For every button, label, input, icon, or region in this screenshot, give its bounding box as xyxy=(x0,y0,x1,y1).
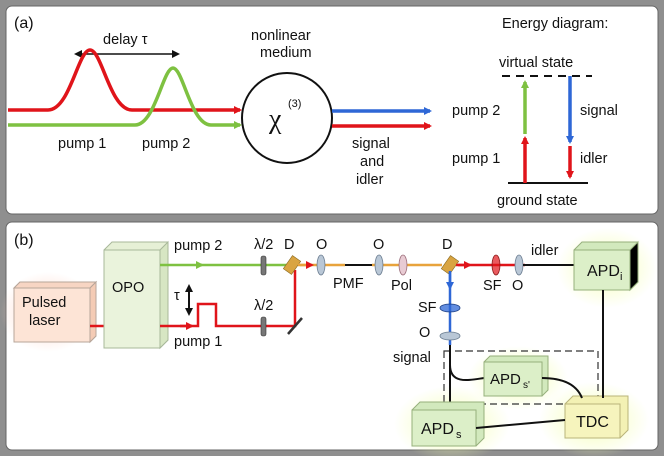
medium-label-1: nonlinear xyxy=(251,28,311,44)
apdi-box: APD i xyxy=(573,240,639,292)
panel-a: (a) delay τ pump 1 pump 2 nonlinear medi… xyxy=(5,5,659,215)
halfwave2-plate xyxy=(260,316,267,337)
signal-fiber-to-apds-prime xyxy=(449,364,485,382)
apds-prime-box: APD s' xyxy=(483,355,549,397)
objective-down-label: O xyxy=(419,325,430,341)
output-label-3: idler xyxy=(356,172,384,188)
cable-apds-tdc xyxy=(475,419,566,429)
sf-right-label: SF xyxy=(483,278,502,294)
apdi-sub: i xyxy=(620,271,622,283)
dichroic2-label: D xyxy=(442,237,452,253)
pump2-pulse xyxy=(8,66,242,129)
objective-down xyxy=(439,331,461,341)
medium-label-2: medium xyxy=(260,45,312,61)
laser-label-2: laser xyxy=(29,313,61,329)
optional-detector-dashed-box xyxy=(443,350,599,405)
signal-label: signal xyxy=(393,350,431,366)
mirror xyxy=(287,317,303,335)
energy-idler-label: idler xyxy=(580,151,608,167)
objective-right xyxy=(514,254,524,276)
polarizer xyxy=(398,254,408,276)
objective-right-label: O xyxy=(512,278,523,294)
apds-prime-label: APD xyxy=(490,371,521,388)
objective2-label: O xyxy=(373,237,384,253)
sf-down-label: SF xyxy=(418,300,437,316)
apds-label: APD xyxy=(421,421,454,438)
sf-down-filter xyxy=(439,303,461,313)
panel-b-label: (b) xyxy=(14,232,34,249)
tdc-label: TDC xyxy=(576,414,609,431)
apds-sub: s xyxy=(456,429,462,441)
pump1-label: pump 1 xyxy=(58,136,106,152)
ground-state-label: ground state xyxy=(497,193,578,209)
pmf-label: PMF xyxy=(333,276,364,292)
pump1-label-b: pump 1 xyxy=(174,334,222,350)
energy-diagram-title: Energy diagram: xyxy=(502,16,608,32)
dichroic1 xyxy=(282,255,302,275)
polarizer-label: Pol xyxy=(391,278,412,294)
nonlinear-medium-circle xyxy=(241,72,333,164)
apds-prime-sub: s' xyxy=(523,380,530,391)
delay-label: delay τ xyxy=(103,32,148,48)
tau-label: τ xyxy=(174,288,180,304)
pump2-label-b: pump 2 xyxy=(174,238,222,254)
dichroic1-label: D xyxy=(284,237,294,253)
output-label-1: signal xyxy=(352,136,390,152)
chi-superscript: (3) xyxy=(288,98,301,110)
opo: OPO xyxy=(103,240,169,350)
panel-a-label: (a) xyxy=(14,15,34,32)
energy-pump1-label: pump 1 xyxy=(452,151,500,167)
pump2-label: pump 2 xyxy=(142,136,190,152)
dichroic2 xyxy=(440,255,460,275)
chi-symbol: χ xyxy=(268,104,282,135)
pump1-pulse xyxy=(8,48,242,114)
tdc-box: TDC xyxy=(564,395,629,439)
apdi-label: APD xyxy=(587,263,620,280)
opo-label: OPO xyxy=(112,280,144,296)
laser-label-1: Pulsed xyxy=(22,295,66,311)
panel-b: (b) Pulsed laser OPO pump 2 xyxy=(0,221,659,456)
output-label-2: and xyxy=(360,154,384,170)
idler-label: idler xyxy=(531,243,559,259)
virtual-state-label: virtual state xyxy=(499,55,573,71)
cable-apds-prime-tdc xyxy=(541,377,583,399)
halfwave1-label: λ/2 xyxy=(254,237,273,253)
objective2 xyxy=(374,254,384,276)
energy-pump2-label: pump 2 xyxy=(452,103,500,119)
halfwave1-plate xyxy=(260,255,267,276)
halfwave2-label: λ/2 xyxy=(254,298,273,314)
pulsed-laser: Pulsed laser xyxy=(12,280,98,344)
apds-box: APD s xyxy=(411,401,485,447)
objective1 xyxy=(316,254,326,276)
energy-signal-label: signal xyxy=(580,103,618,119)
sf-right-filter xyxy=(491,254,501,276)
objective1-label: O xyxy=(316,237,327,253)
